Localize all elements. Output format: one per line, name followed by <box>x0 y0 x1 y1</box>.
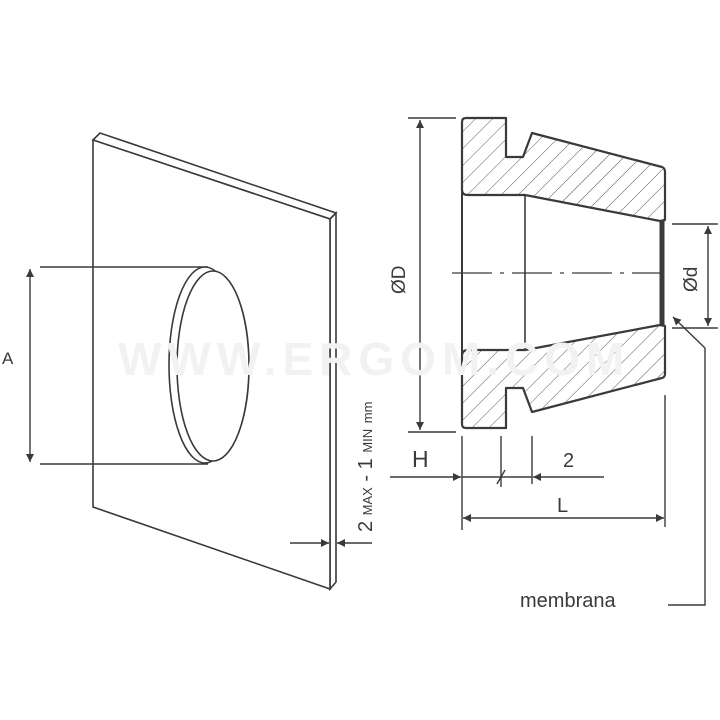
plate-thickness-dimension: 2 MAX - 1 MIN mm <box>290 402 377 547</box>
thickness-label: 2 MAX - 1 MIN mm <box>355 402 377 532</box>
dimension-H-label: H <box>412 446 429 472</box>
dimension-A: A <box>2 269 34 462</box>
pipe-outline <box>40 266 250 465</box>
membrane-leader <box>668 316 706 606</box>
dimension-L-label: L <box>557 495 568 517</box>
grommet-section <box>460 116 667 430</box>
dimension-D-label: ØD <box>389 266 410 295</box>
lower-wall <box>460 323 667 430</box>
dimension-d <box>672 223 718 329</box>
membrane-label: membrana <box>520 590 616 612</box>
dimension-D <box>408 117 456 433</box>
dimension-H-and-slot <box>390 395 666 530</box>
upper-wall <box>460 116 667 223</box>
dimension-d-label: Ød <box>681 267 702 292</box>
dimension-slot-label: 2 <box>563 450 574 472</box>
dimension-A-label: A <box>2 349 14 368</box>
watermark: WWW.ERGOM.COM <box>118 333 630 385</box>
